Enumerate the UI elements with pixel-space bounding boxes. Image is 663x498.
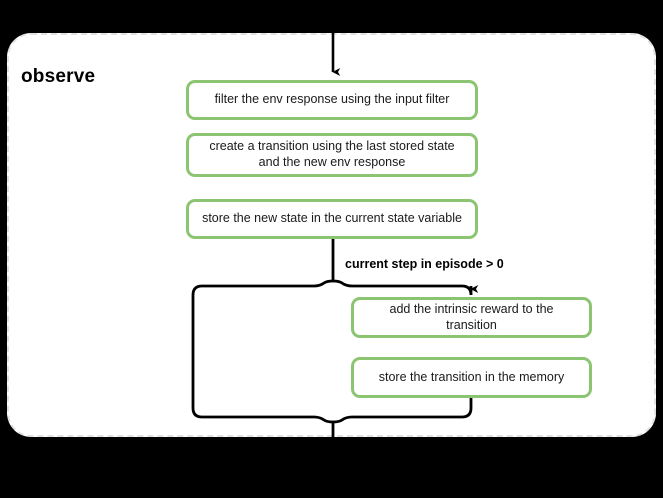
observe-scope-title: observe [21,66,96,87]
node-create-transition[interactable]: create a transition using the last store… [186,133,478,177]
node-filter-env-response[interactable]: filter the env response using the input … [186,80,478,120]
node-add-intrinsic-reward[interactable]: add the intrinsic reward to the transiti… [351,297,592,338]
edge-label-current-step-condition: current step in episode > 0 [345,257,504,271]
node-store-transition-memory[interactable]: store the transition in the memory [351,357,592,398]
node-store-new-state[interactable]: store the new state in the current state… [186,199,478,239]
